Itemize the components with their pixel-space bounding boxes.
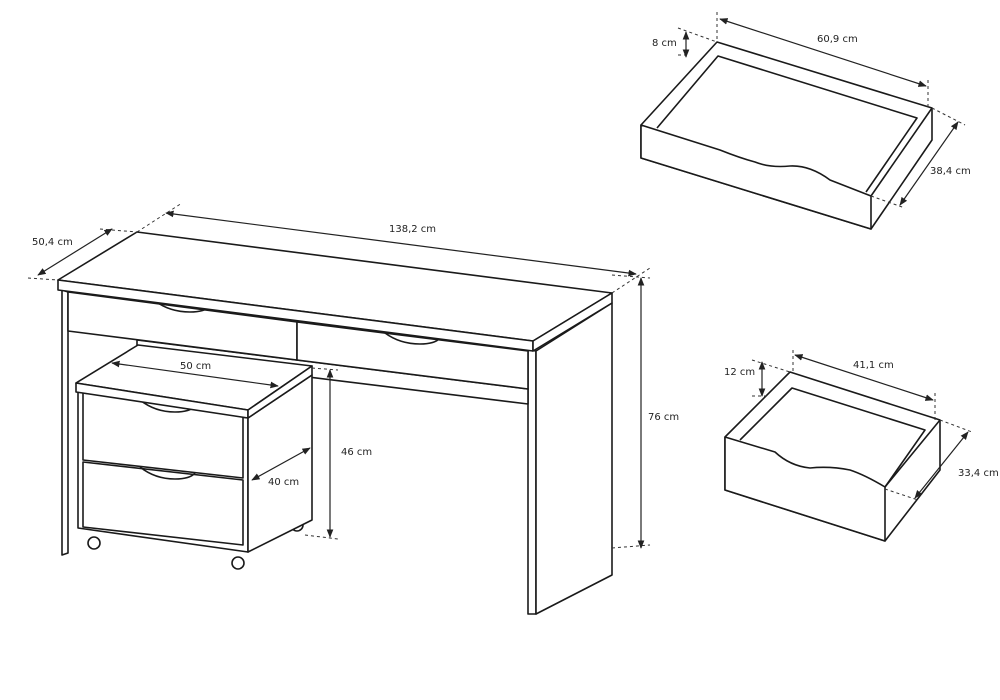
label-pedestal-drawer-depth: 33,4 cm xyxy=(958,468,999,479)
drawer-handle xyxy=(384,332,441,345)
drawer-handle xyxy=(139,466,196,480)
desk-drawer-detail xyxy=(640,41,933,230)
label-pedestal-width: 50 cm xyxy=(180,361,211,372)
label-pedestal-height: 46 cm xyxy=(341,447,372,458)
label-desk-depth: 50,4 cm xyxy=(32,237,73,248)
label-desk-drawer-width: 60,9 cm xyxy=(817,34,858,45)
label-pedestal-drawer-height: 12 cm xyxy=(724,367,755,378)
label-desk-width: 138,2 cm xyxy=(389,224,436,235)
pedestal-drawer-bottom xyxy=(82,461,244,546)
dimension-lines xyxy=(27,12,973,549)
pedestal-drawer-detail xyxy=(724,371,941,542)
desk-drawer-right xyxy=(296,321,529,390)
label-pedestal-depth: 40 cm xyxy=(268,477,299,488)
label-desk-drawer-depth: 38,4 cm xyxy=(930,166,971,177)
pedestal xyxy=(75,344,313,570)
label-pedestal-drawer-width: 41,1 cm xyxy=(853,360,894,371)
label-desk-drawer-height: 8 cm xyxy=(652,38,677,49)
label-desk-height: 76 cm xyxy=(648,412,679,423)
